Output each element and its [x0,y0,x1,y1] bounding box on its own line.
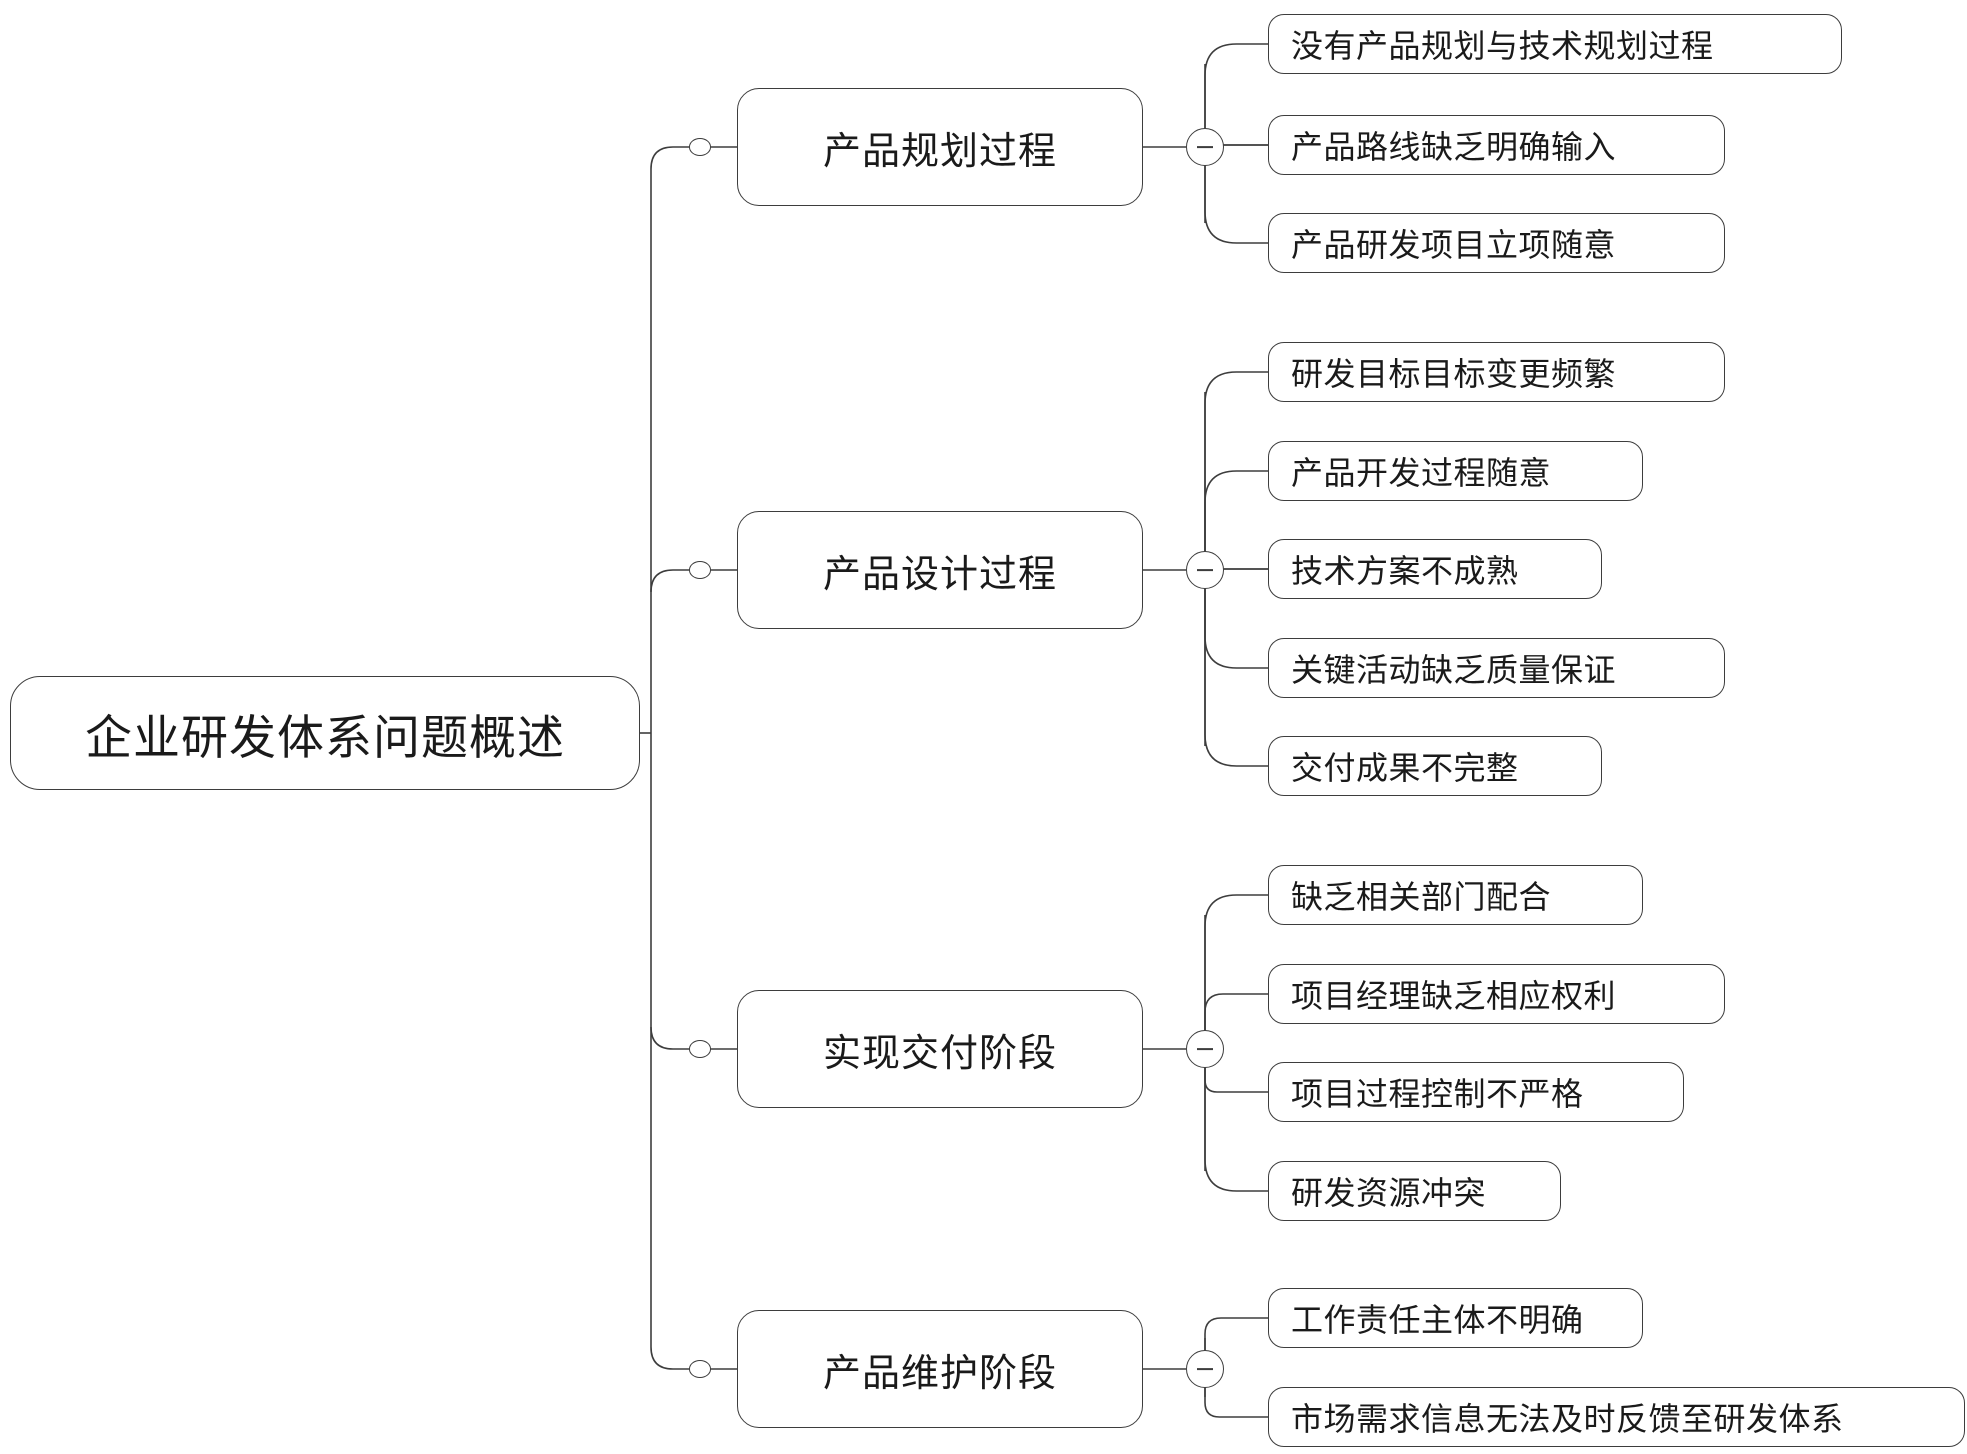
leaf-node[interactable]: 工作责任主体不明确 [1268,1288,1643,1348]
branch-node-label: 产品规划过程 [822,130,1057,173]
leaf-node[interactable]: 项目经理缺乏相应权利 [1268,964,1725,1024]
leaf-node-label: 项目经理缺乏相应权利 [1291,978,1617,1014]
circle-icon[interactable] [689,561,711,579]
leaf-node[interactable]: 没有产品规划与技术规划过程 [1268,14,1842,74]
branch-node-4[interactable]: 产品维护阶段 [737,1310,1143,1428]
leaf-node[interactable]: 产品路线缺乏明确输入 [1268,115,1725,175]
leaf-node-label: 技术方案不成熟 [1291,553,1519,589]
leaf-node-label: 没有产品规划与技术规划过程 [1291,28,1714,64]
leaf-node-label: 产品路线缺乏明确输入 [1291,129,1617,165]
branch-node-label: 产品设计过程 [822,553,1057,596]
branch-node-label: 实现交付阶段 [822,1032,1057,1075]
branch-node-1[interactable]: 产品规划过程 [737,88,1143,206]
branch-node-3[interactable]: 实现交付阶段 [737,990,1143,1108]
circle-icon[interactable] [689,1040,711,1058]
minus-circle-icon[interactable] [1186,128,1224,166]
root-node-label: 企业研发体系问题概述 [85,710,565,764]
leaf-node[interactable]: 技术方案不成熟 [1268,539,1602,599]
leaf-node-label: 研发目标目标变更频繁 [1291,356,1617,392]
leaf-node-label: 研发资源冲突 [1291,1175,1487,1211]
leaf-node-label: 缺乏相关部门配合 [1291,879,1552,915]
leaf-node[interactable]: 研发目标目标变更频繁 [1268,342,1725,402]
leaf-node[interactable]: 关键活动缺乏质量保证 [1268,638,1725,698]
minus-circle-icon[interactable] [1186,551,1224,589]
leaf-node[interactable]: 产品开发过程随意 [1268,441,1643,501]
branch-node-2[interactable]: 产品设计过程 [737,511,1143,629]
leaf-node-label: 产品开发过程随意 [1291,455,1552,491]
leaf-node-label: 关键活动缺乏质量保证 [1291,652,1617,688]
leaf-node[interactable]: 研发资源冲突 [1268,1161,1561,1221]
leaf-node[interactable]: 缺乏相关部门配合 [1268,865,1643,925]
leaf-node-label: 项目过程控制不严格 [1291,1076,1584,1112]
leaf-node-label: 产品研发项目立项随意 [1291,227,1617,263]
circle-icon[interactable] [689,1360,711,1378]
leaf-node[interactable]: 交付成果不完整 [1268,736,1602,796]
branch-node-label: 产品维护阶段 [822,1352,1057,1395]
root-node[interactable]: 企业研发体系问题概述 [10,676,640,790]
leaf-node-label: 市场需求信息无法及时反馈至研发体系 [1291,1401,1844,1437]
leaf-node-label: 工作责任主体不明确 [1291,1302,1584,1338]
leaf-node[interactable]: 项目过程控制不严格 [1268,1062,1684,1122]
leaf-node[interactable]: 市场需求信息无法及时反馈至研发体系 [1268,1387,1965,1447]
leaf-node[interactable]: 产品研发项目立项随意 [1268,213,1725,273]
minus-circle-icon[interactable] [1186,1030,1224,1068]
leaf-node-label: 交付成果不完整 [1291,750,1519,786]
circle-icon[interactable] [689,138,711,156]
minus-circle-icon[interactable] [1186,1350,1224,1388]
